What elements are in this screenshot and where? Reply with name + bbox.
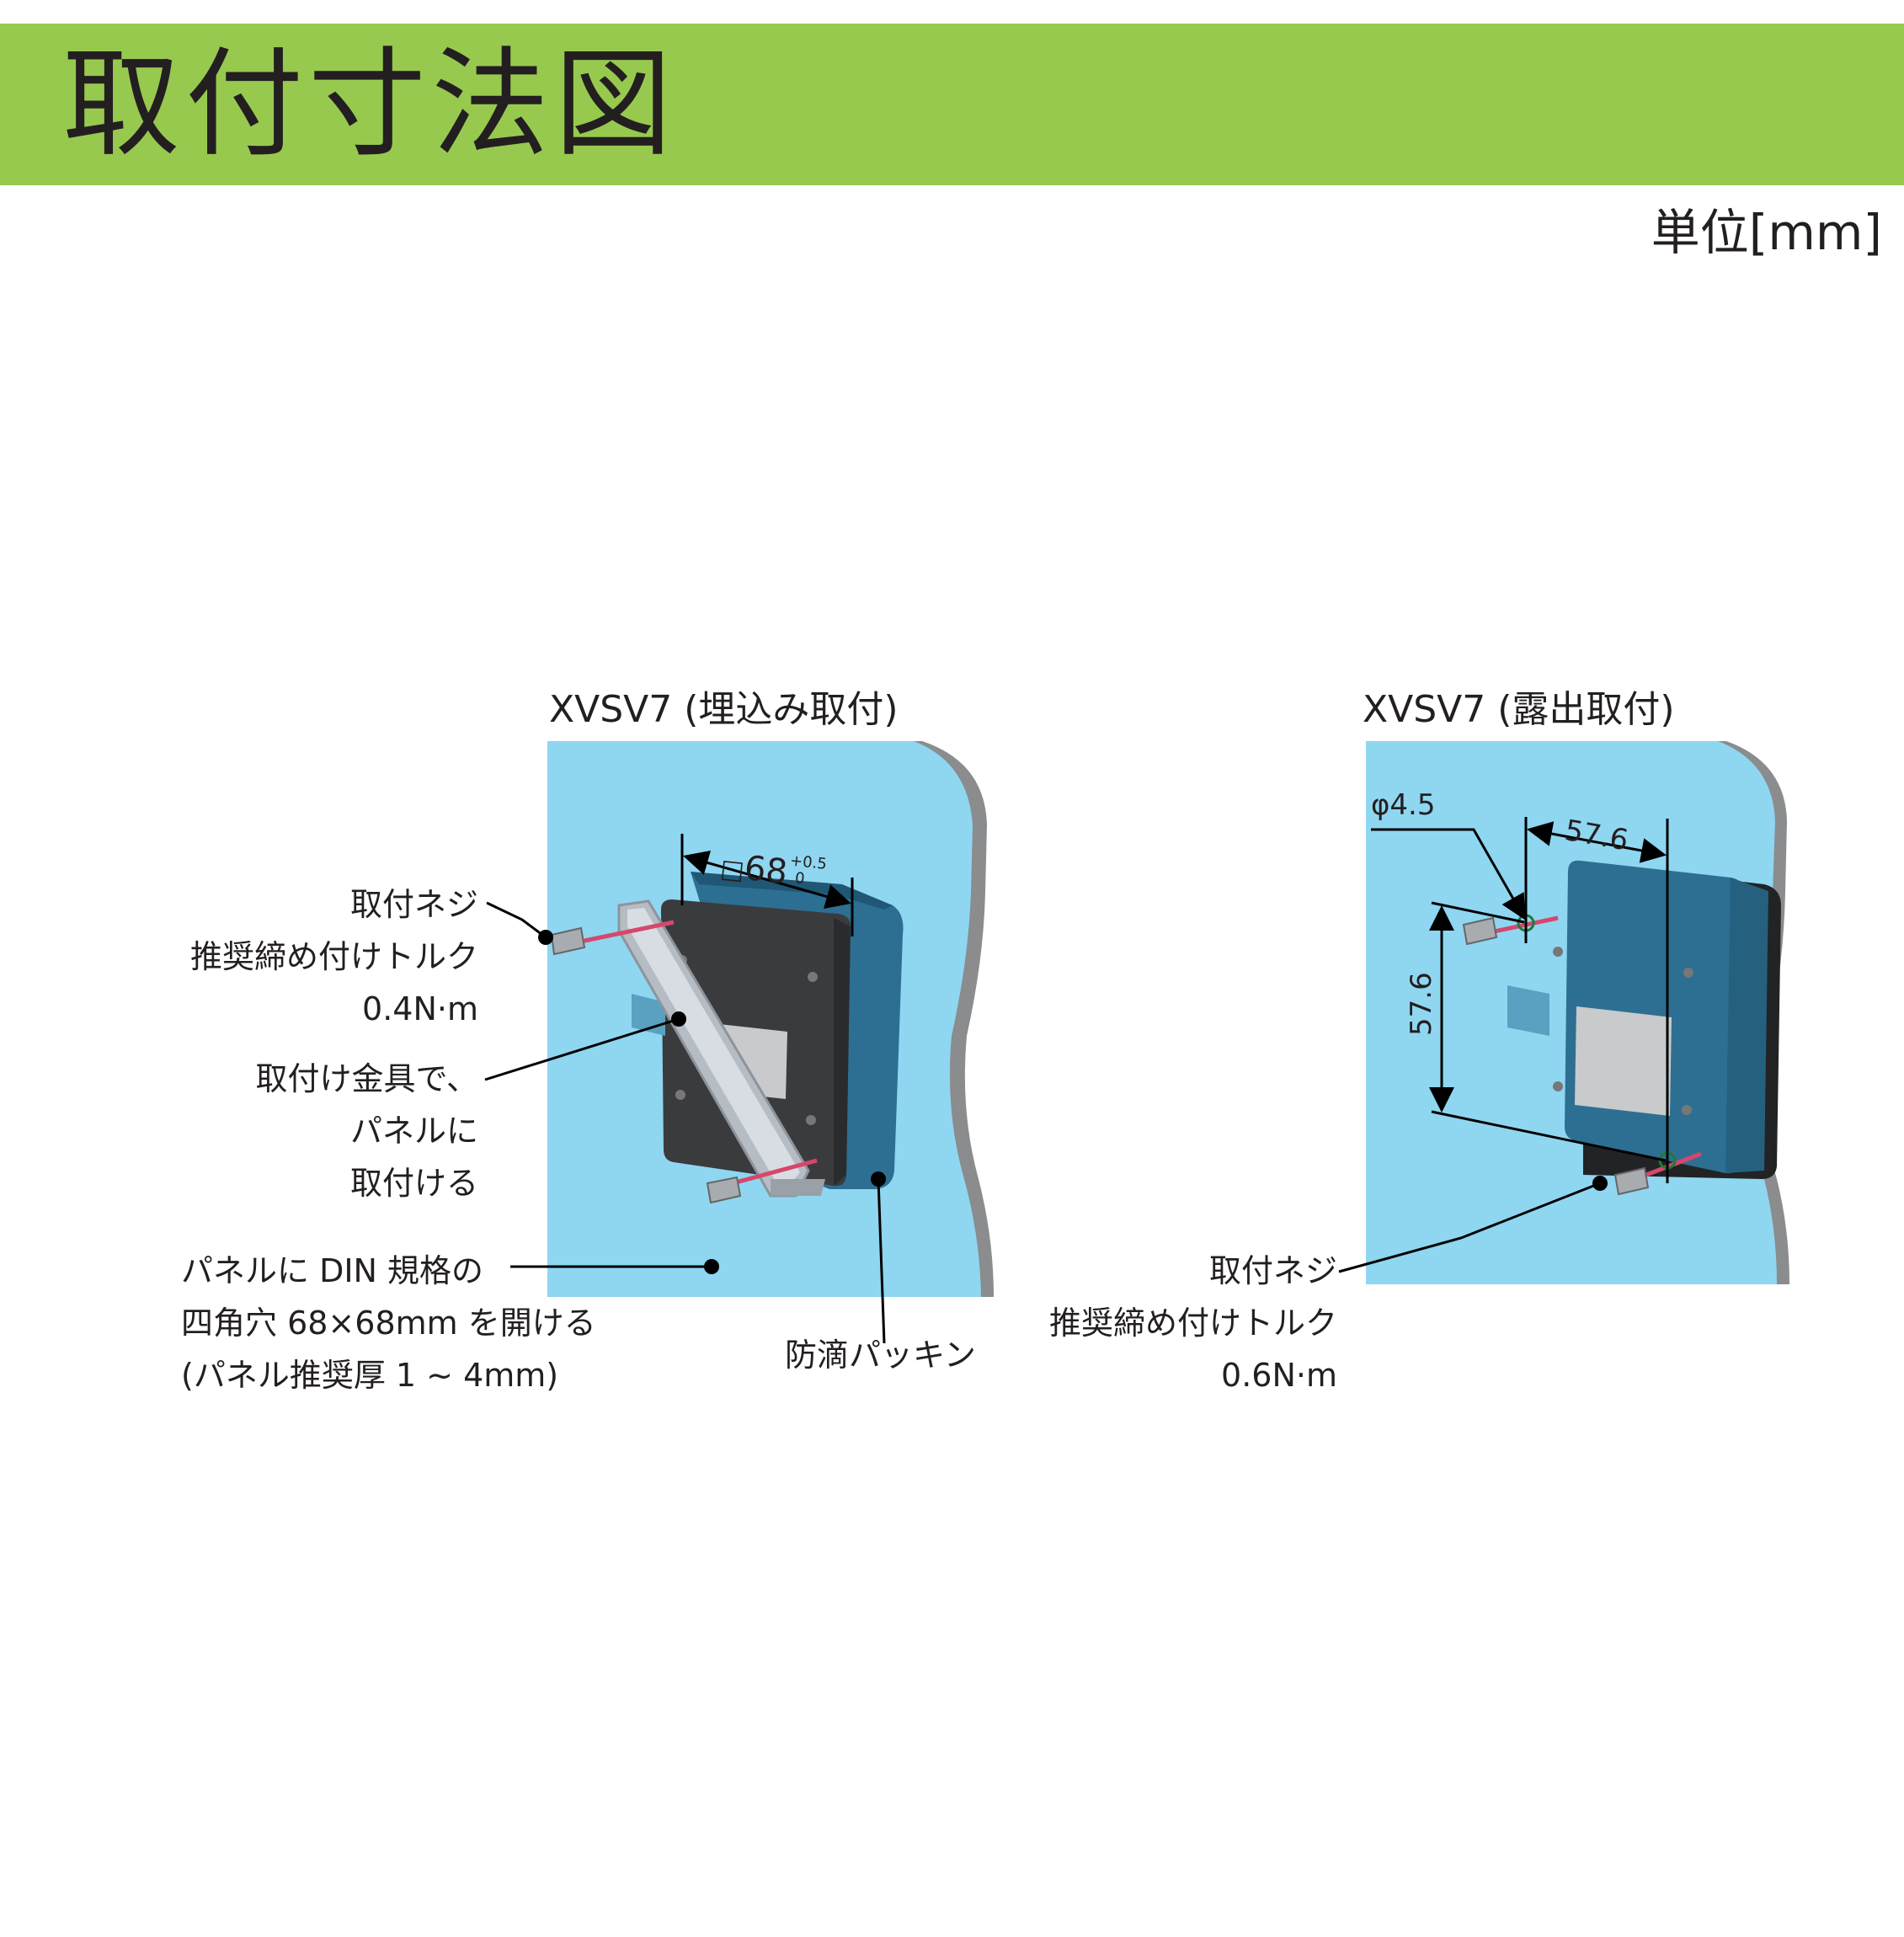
left-dim-tol-lower: 0 [794,869,806,888]
callout-gasket: 防滴パッキン [785,1337,976,1374]
right-phi-leader [1371,828,1526,920]
right-device-label [1575,1006,1672,1116]
leader-dot [671,1011,686,1027]
left-figure-title: XVSV7 (埋込み取付) [549,688,899,731]
left-screw-line-bottom [732,1158,818,1186]
callout-screw-left-line-3: 0.4N·m [362,990,478,1027]
callout-bracket: 取付け金具で、 パネルに 取付ける [256,1053,478,1209]
callout-screw-left: 取付ネジ 推奨締め付けトルク 0.4N·m [190,878,478,1035]
left-screw-line-top [572,920,675,946]
callout-panel-hole: パネルに DIN 規格の 四角穴 68×68mm を開ける (パネル推奨厚 1 … [181,1245,596,1401]
callout-screw-right-line-2: 推奨締め付けトルク [1048,1305,1337,1342]
right-screw-top [1462,916,1498,946]
callout-bracket-line-2: パネルに [349,1113,478,1150]
leader-dot [704,1259,719,1274]
left-device-side [834,918,851,1186]
right-device-hole [1682,1105,1692,1115]
leader-gasket [877,1178,886,1344]
left-device-hole [675,1090,685,1100]
right-device-hole [1553,1081,1563,1091]
left-dim-value: 68 [742,848,790,893]
right-cable [1507,985,1549,1036]
leader-bracket [484,1017,680,1081]
callout-panel-hole-line-1: パネルに DIN 規格の [181,1252,484,1289]
callout-screw-right: 取付ネジ 推奨締め付けトルク 0.6N·m [1049,1245,1337,1401]
right-screw-line-top [1485,915,1559,936]
left-bracket-highlight [627,908,800,1187]
callout-bracket-line-3: 取付ける [349,1165,478,1202]
left-dim-line [683,850,851,910]
callout-screw-right-line-1: 取付ネジ [1208,1252,1337,1289]
left-dim-prefix: □ [718,853,746,886]
callout-screw-right-line-3: 0.6N·m [1221,1357,1337,1394]
right-ext-h-bottom [1431,1110,1667,1162]
callout-panel-hole-line-2: 四角穴 68×68mm を開ける [181,1305,596,1342]
left-device-hole [808,972,818,982]
callout-bracket-line-1: 取付け金具で、 [255,1060,478,1097]
callout-screw-left-line-1: 取付ネジ [349,886,478,923]
right-dim-vertical: 57.6 [1405,972,1438,1036]
leader-dot [538,930,553,945]
page-title: 取付寸法図 [62,36,678,173]
right-figure-title: XVSV7 (露出取付) [1363,688,1675,731]
leader-dot [1592,1176,1608,1191]
leader-screw-left [486,901,547,939]
left-bracket-foot [771,1179,825,1196]
right-dim-h [1527,821,1667,863]
right-device-hole [1683,968,1693,978]
unit-label: 単位[mm] [1651,204,1882,261]
leader-screw-right [1338,1182,1601,1273]
right-device-hole [1553,947,1563,957]
left-device-hole [806,1115,816,1125]
callout-screw-left-line-2: 推奨締め付けトルク [189,938,478,975]
left-dim-tol-upper: +0.5 [789,851,828,873]
right-device-bezel [1725,878,1768,1173]
header-bar [0,24,1904,185]
leader-dot [871,1171,886,1187]
right-screw-bottom [1613,1166,1650,1196]
left-screw-top [550,926,586,956]
callout-panel-hole-line-3: (パネル推奨厚 1 ~ 4mm) [181,1357,559,1394]
right-hole-diameter: φ4.5 [1371,788,1436,822]
left-screw-bottom [706,1176,742,1204]
